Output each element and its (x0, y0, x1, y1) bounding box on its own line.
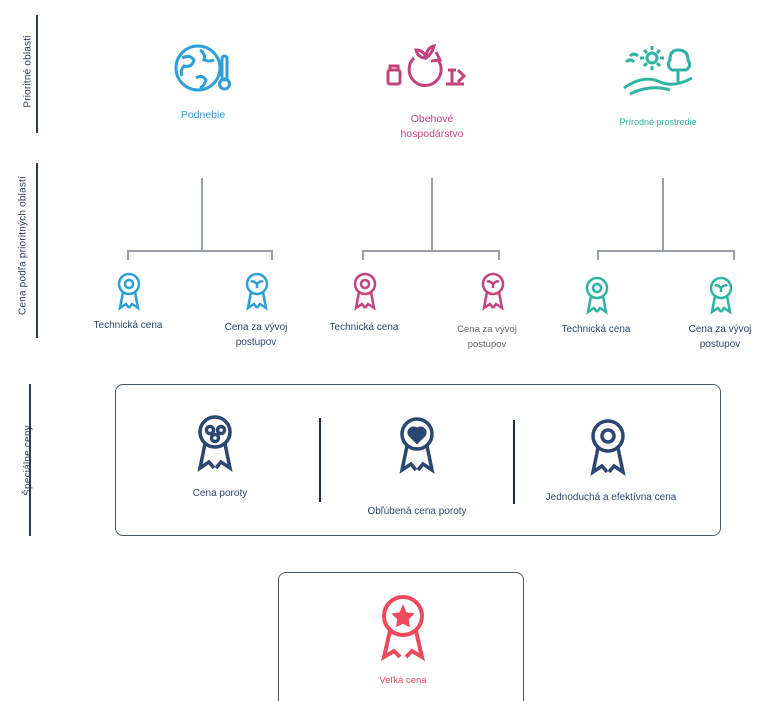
grand-prize-box (278, 572, 524, 701)
connector (431, 178, 433, 251)
process-prize-ribbon-icon (245, 272, 269, 311)
connector (127, 250, 273, 252)
connector (597, 250, 735, 252)
side-label-area-prizes: Cena podľa prioritných oblastí (17, 176, 29, 315)
area-label-natural-environment: Prírodné prostredie (619, 117, 697, 127)
globe-icon (174, 44, 231, 92)
prize-label: Cena za vývoj postupov (688, 324, 752, 350)
grand-prize-label: Veľká cena (379, 675, 427, 686)
connector (498, 250, 500, 260)
side-label-priority-areas: Prioritné oblasti (22, 35, 34, 108)
section-bar-area-prizes (36, 163, 38, 338)
connector (362, 250, 364, 260)
technical-prize-ribbon-icon (353, 272, 377, 311)
connector (127, 250, 129, 260)
special-prizes-box (115, 384, 721, 536)
prize-label: Technická cena (561, 324, 631, 335)
area-label-climate: Podnebie (180, 109, 226, 121)
process-prize-ribbon-icon (709, 276, 733, 315)
area-label-circular-economy: Obehové hospodárstvo (400, 113, 464, 140)
landscape-icon (623, 46, 693, 96)
connector (662, 178, 664, 251)
special-prize-label: Cena poroty (192, 488, 248, 499)
section-bar-priority (36, 15, 38, 133)
connector (597, 250, 599, 260)
prize-label: Technická cena (93, 320, 163, 331)
connector (271, 250, 273, 260)
technical-prize-ribbon-icon (585, 276, 609, 315)
special-prize-label: Jednoduchá a efektívna cena (545, 492, 677, 503)
favorite-prize-ribbon-icon (399, 417, 435, 474)
connector (733, 250, 735, 260)
section-bar-special (29, 384, 31, 536)
connector (362, 250, 500, 252)
simple-prize-ribbon-icon (590, 419, 626, 476)
prize-label: Cena za vývoj postupov (224, 322, 288, 348)
connector (201, 178, 203, 251)
recycle-icon (386, 43, 467, 87)
prize-label: Technická cena (329, 322, 399, 333)
technical-prize-ribbon-icon (117, 272, 141, 311)
special-divider (319, 418, 321, 502)
special-prize-label: Obľúbená cena poroty (367, 506, 467, 517)
jury-prize-ribbon-icon (197, 415, 233, 472)
special-divider (513, 420, 515, 504)
grand-prize-ribbon-icon (380, 595, 426, 662)
process-prize-ribbon-icon (481, 272, 505, 311)
side-label-special-prizes: Špeciálne ceny (22, 425, 34, 496)
prize-label: Cena za vývoj postupov (457, 324, 517, 350)
